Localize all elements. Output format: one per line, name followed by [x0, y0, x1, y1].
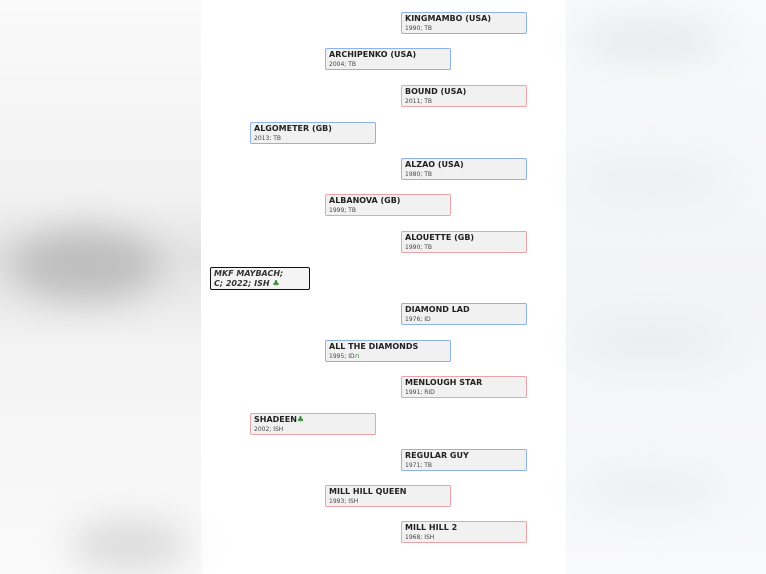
horse-name: ALOUETTE (GB) [405, 233, 475, 242]
pedigree-card-dam-sire-sire[interactable]: DIAMOND LAD 1976; ID [401, 303, 527, 325]
pedigree-card-subject[interactable]: MKF MAYBACH; C; 2022; ISH ♣ [210, 267, 310, 290]
clover-icon: ♣ [272, 279, 280, 288]
pedigree-card-dam[interactable]: SHADEEN♣ 2002; ISH [250, 413, 376, 435]
horse-name: MILL HILL QUEEN [329, 487, 407, 496]
horse-name: KINGMAMBO (USA) [405, 14, 491, 23]
horse-name: BOUND (USA) [405, 87, 467, 96]
horse-info: 1980; TB [405, 171, 432, 178]
pedigree-card-sire-dam[interactable]: ALBANOVA (GB) 1999; TB [325, 194, 451, 216]
blur-shape [10, 230, 160, 300]
horse-info: 1990; TB [405, 25, 432, 32]
horse-name: SHADEEN♣ [254, 415, 372, 425]
horse-info: 1991; RID [405, 389, 435, 396]
horse-info: 1993; ISH [329, 498, 359, 505]
horse-info: 1971; TB [405, 462, 432, 469]
horse-info: 2004; TB [329, 61, 356, 68]
horse-info: 2013; TB [254, 135, 281, 142]
horse-name: REGULAR GUY [405, 451, 469, 460]
horse-name: ALL THE DIAMONDS [329, 342, 419, 351]
subject-info: C; 2022; ISH ♣ [214, 279, 306, 289]
blur-shape [576, 320, 726, 360]
pedigree-card-sire-sire-sire[interactable]: KINGMAMBO (USA) 1990; TB [401, 12, 527, 34]
pedigree-card-sire-sire[interactable]: ARCHIPENKO (USA) 2004; TB [325, 48, 451, 70]
blur-shape [576, 160, 726, 200]
pedigree-card-dam-dam-sire[interactable]: REGULAR GUY 1971; TB [401, 449, 527, 471]
horse-name: ALZAO (USA) [405, 160, 464, 169]
horse-info: 1990; TB [405, 244, 432, 251]
left-blurred-panel [0, 0, 201, 574]
horse-info: 1995; ID∩ [329, 352, 447, 361]
pedigree-card-dam-sire-dam[interactable]: MENLOUGH STAR 1991; RID [401, 376, 527, 398]
clover-icon: ♣ [296, 415, 305, 424]
blur-shape [70, 520, 190, 570]
horse-name: DIAMOND LAD [405, 305, 470, 314]
pedigree-card-dam-dam[interactable]: MILL HILL QUEEN 1993; ISH [325, 485, 451, 507]
horse-info: 2002; ISH [254, 426, 284, 433]
subject-info-text: C; 2022; ISH [214, 279, 270, 288]
pedigree-card-sire[interactable]: ALGOMETER (GB) 2013; TB [250, 122, 376, 144]
blur-shape [576, 20, 726, 60]
pedigree-card-dam-dam-dam[interactable]: MILL HILL 2 1968; ISH [401, 521, 527, 543]
pedigree-card-sire-dam-sire[interactable]: ALZAO (USA) 1980; TB [401, 158, 527, 180]
horse-info: 1968; ISH [405, 534, 435, 541]
pedigree-card-sire-sire-dam[interactable]: BOUND (USA) 2011; TB [401, 85, 527, 107]
horse-name: MILL HILL 2 [405, 523, 458, 532]
horse-name: ALBANOVA (GB) [329, 196, 401, 205]
horse-info: 2011; TB [405, 98, 432, 105]
horse-name-text: SHADEEN [254, 415, 297, 424]
horse-info-text: 1995; ID [329, 353, 355, 360]
horse-name: ALGOMETER (GB) [254, 124, 332, 133]
horse-info: 1976; ID [405, 316, 431, 323]
horseshoe-icon: ∩ [354, 352, 360, 360]
subject-name: MKF MAYBACH; [214, 269, 284, 278]
horse-info: 1999; TB [329, 207, 356, 214]
right-blurred-panel [566, 0, 766, 574]
horse-name: ARCHIPENKO (USA) [329, 50, 417, 59]
pedigree-card-sire-dam-dam[interactable]: ALOUETTE (GB) 1990; TB [401, 231, 527, 253]
pedigree-card-dam-sire[interactable]: ALL THE DIAMONDS 1995; ID∩ [325, 340, 451, 362]
blur-shape [576, 470, 726, 510]
horse-name: MENLOUGH STAR [405, 378, 483, 387]
